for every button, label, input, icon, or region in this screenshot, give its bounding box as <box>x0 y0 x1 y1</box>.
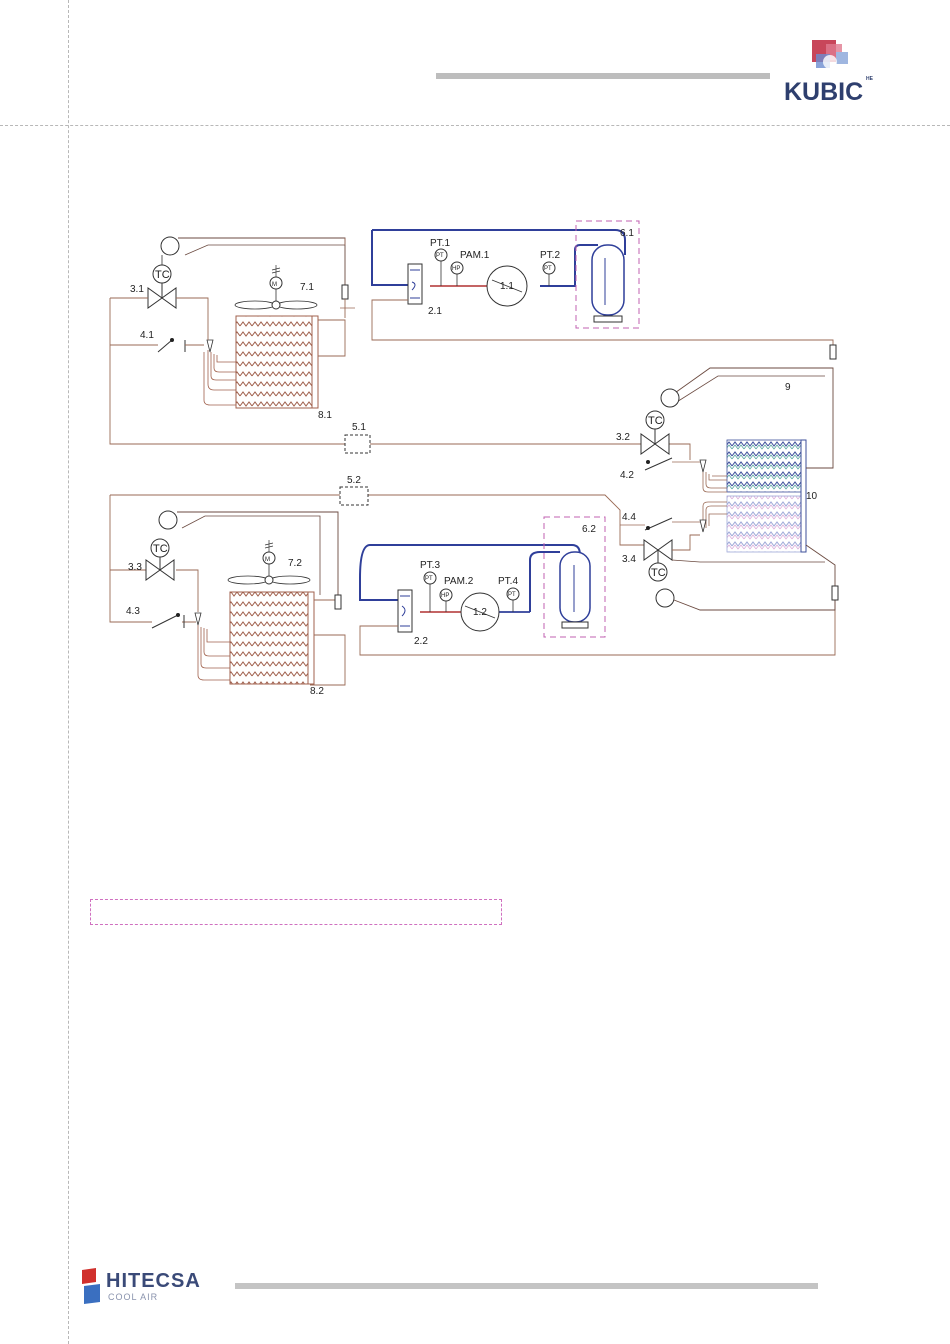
label-receiver-6-1: 6.1 <box>620 228 634 239</box>
sight-glass-1 <box>342 285 348 299</box>
label-valve-2-1: 2.1 <box>428 306 442 317</box>
label-filter-5-2: 5.2 <box>347 475 361 486</box>
kubic-logo-mark <box>812 40 852 76</box>
svg-text:HP: HP <box>452 266 460 272</box>
footer-bar <box>235 1283 818 1289</box>
liquid-receiver-6-2 <box>560 552 590 622</box>
label-valve-3-1: 3.1 <box>130 284 144 295</box>
hitecsa-logo-mark <box>80 1268 102 1304</box>
check-valve-4-3 <box>152 613 184 628</box>
kubic-logo: KUBIC HE <box>782 38 882 108</box>
suction-line-1b <box>372 230 408 285</box>
svg-text:PT: PT <box>425 576 433 582</box>
expansion-valve-3-4: TC <box>644 540 674 607</box>
sensing-bulb-3-1 <box>161 237 179 255</box>
expansion-valve-3-1: TC <box>148 237 179 308</box>
label-pt-1: PT.1 <box>430 238 450 249</box>
horizontal-guide-line <box>0 125 950 126</box>
filter-drier-5-1 <box>345 435 370 453</box>
exchanger-upper-section <box>727 440 801 492</box>
label-fan-7-1: 7.1 <box>300 282 314 293</box>
kubic-logo-text: KUBIC <box>784 78 863 107</box>
suction-line-1 <box>372 230 625 255</box>
hitecsa-tagline: COOL AIR <box>108 1292 158 1302</box>
svg-text:PT: PT <box>544 266 552 272</box>
label-valve-3-2: 3.2 <box>616 432 630 443</box>
sight-glass-2 <box>335 595 341 609</box>
label-receiver-6-2: 6.2 <box>582 524 596 535</box>
svg-text:M: M <box>265 557 270 563</box>
check-valve-4-1 <box>158 338 185 352</box>
label-fan-7-2: 7.2 <box>288 558 302 569</box>
svg-text:PT: PT <box>508 592 516 598</box>
vertical-guide-line <box>68 0 69 1344</box>
label-check-valve-4-3: 4.3 <box>126 606 140 617</box>
exchanger-lower-section <box>727 496 801 552</box>
svg-text:TC: TC <box>153 543 168 555</box>
header-bar <box>436 73 770 79</box>
label-pam-2: PAM.2 <box>444 576 474 587</box>
sight-glass-9 <box>830 345 836 359</box>
label-pam-1: PAM.1 <box>460 250 490 261</box>
label-compressor-1-2: 1.2 <box>473 607 487 618</box>
label-compressor-1-1: 1.1 <box>500 281 514 292</box>
label-valve-3-4: 3.4 <box>622 554 636 565</box>
label-check-valve-4-1: 4.1 <box>140 330 154 341</box>
label-coil-8-1: 8.1 <box>318 410 332 421</box>
check-valve-4-2 <box>645 458 672 470</box>
label-filter-5-1: 5.1 <box>352 422 366 433</box>
condenser-coil-8-1 <box>236 316 312 408</box>
check-valve-4-4 <box>645 518 672 530</box>
liquid-receiver-6-1 <box>592 245 624 315</box>
label-valve-3-3: 3.3 <box>128 562 142 573</box>
label-pt-2: PT.2 <box>540 250 560 261</box>
label-check-valve-4-2: 4.2 <box>620 470 634 481</box>
suction-line-2 <box>360 545 580 578</box>
sensing-bulb-3-4 <box>656 589 674 607</box>
label-pt-3: PT.3 <box>420 560 440 571</box>
svg-text:PT: PT <box>436 253 444 259</box>
label-line-9: 9 <box>785 382 791 393</box>
svg-text:M: M <box>272 282 277 288</box>
sight-glass-10 <box>832 586 838 600</box>
hitecsa-logo-text: HITECSA <box>106 1270 201 1293</box>
kubic-logo-suffix: HE <box>866 76 873 82</box>
condenser-coil-8-2 <box>230 592 308 684</box>
label-pt-4: PT.4 <box>498 576 518 587</box>
label-valve-2-2: 2.2 <box>414 636 428 647</box>
svg-text:TC: TC <box>648 415 663 427</box>
label-check-valve-4-4: 4.4 <box>622 512 636 523</box>
sensing-bulb-3-2 <box>661 389 679 407</box>
refrigeration-circuit-diagram: 1.1 PT PT.1 HP PAM.1 PT PT.2 2.1 6.1 8.1 <box>90 210 850 710</box>
filter-drier-5-2 <box>340 487 368 505</box>
hitecsa-logo: HITECSA COOL AIR <box>80 1268 240 1308</box>
svg-text:HP: HP <box>441 593 449 599</box>
circuit-1: 1.1 PT PT.1 HP PAM.1 PT PT.2 2.1 6.1 8.1 <box>110 221 833 453</box>
label-coil-8-2: 8.2 <box>310 686 324 697</box>
sensing-bulb-3-3 <box>159 511 177 529</box>
plate-heat-exchanger-10: 10 <box>700 440 818 552</box>
expansion-valve-3-3: TC <box>146 511 177 580</box>
svg-text:TC: TC <box>651 567 666 579</box>
label-exchanger-10: 10 <box>806 491 818 502</box>
svg-text:TC: TC <box>155 269 170 281</box>
figure-caption-placeholder <box>90 899 502 925</box>
